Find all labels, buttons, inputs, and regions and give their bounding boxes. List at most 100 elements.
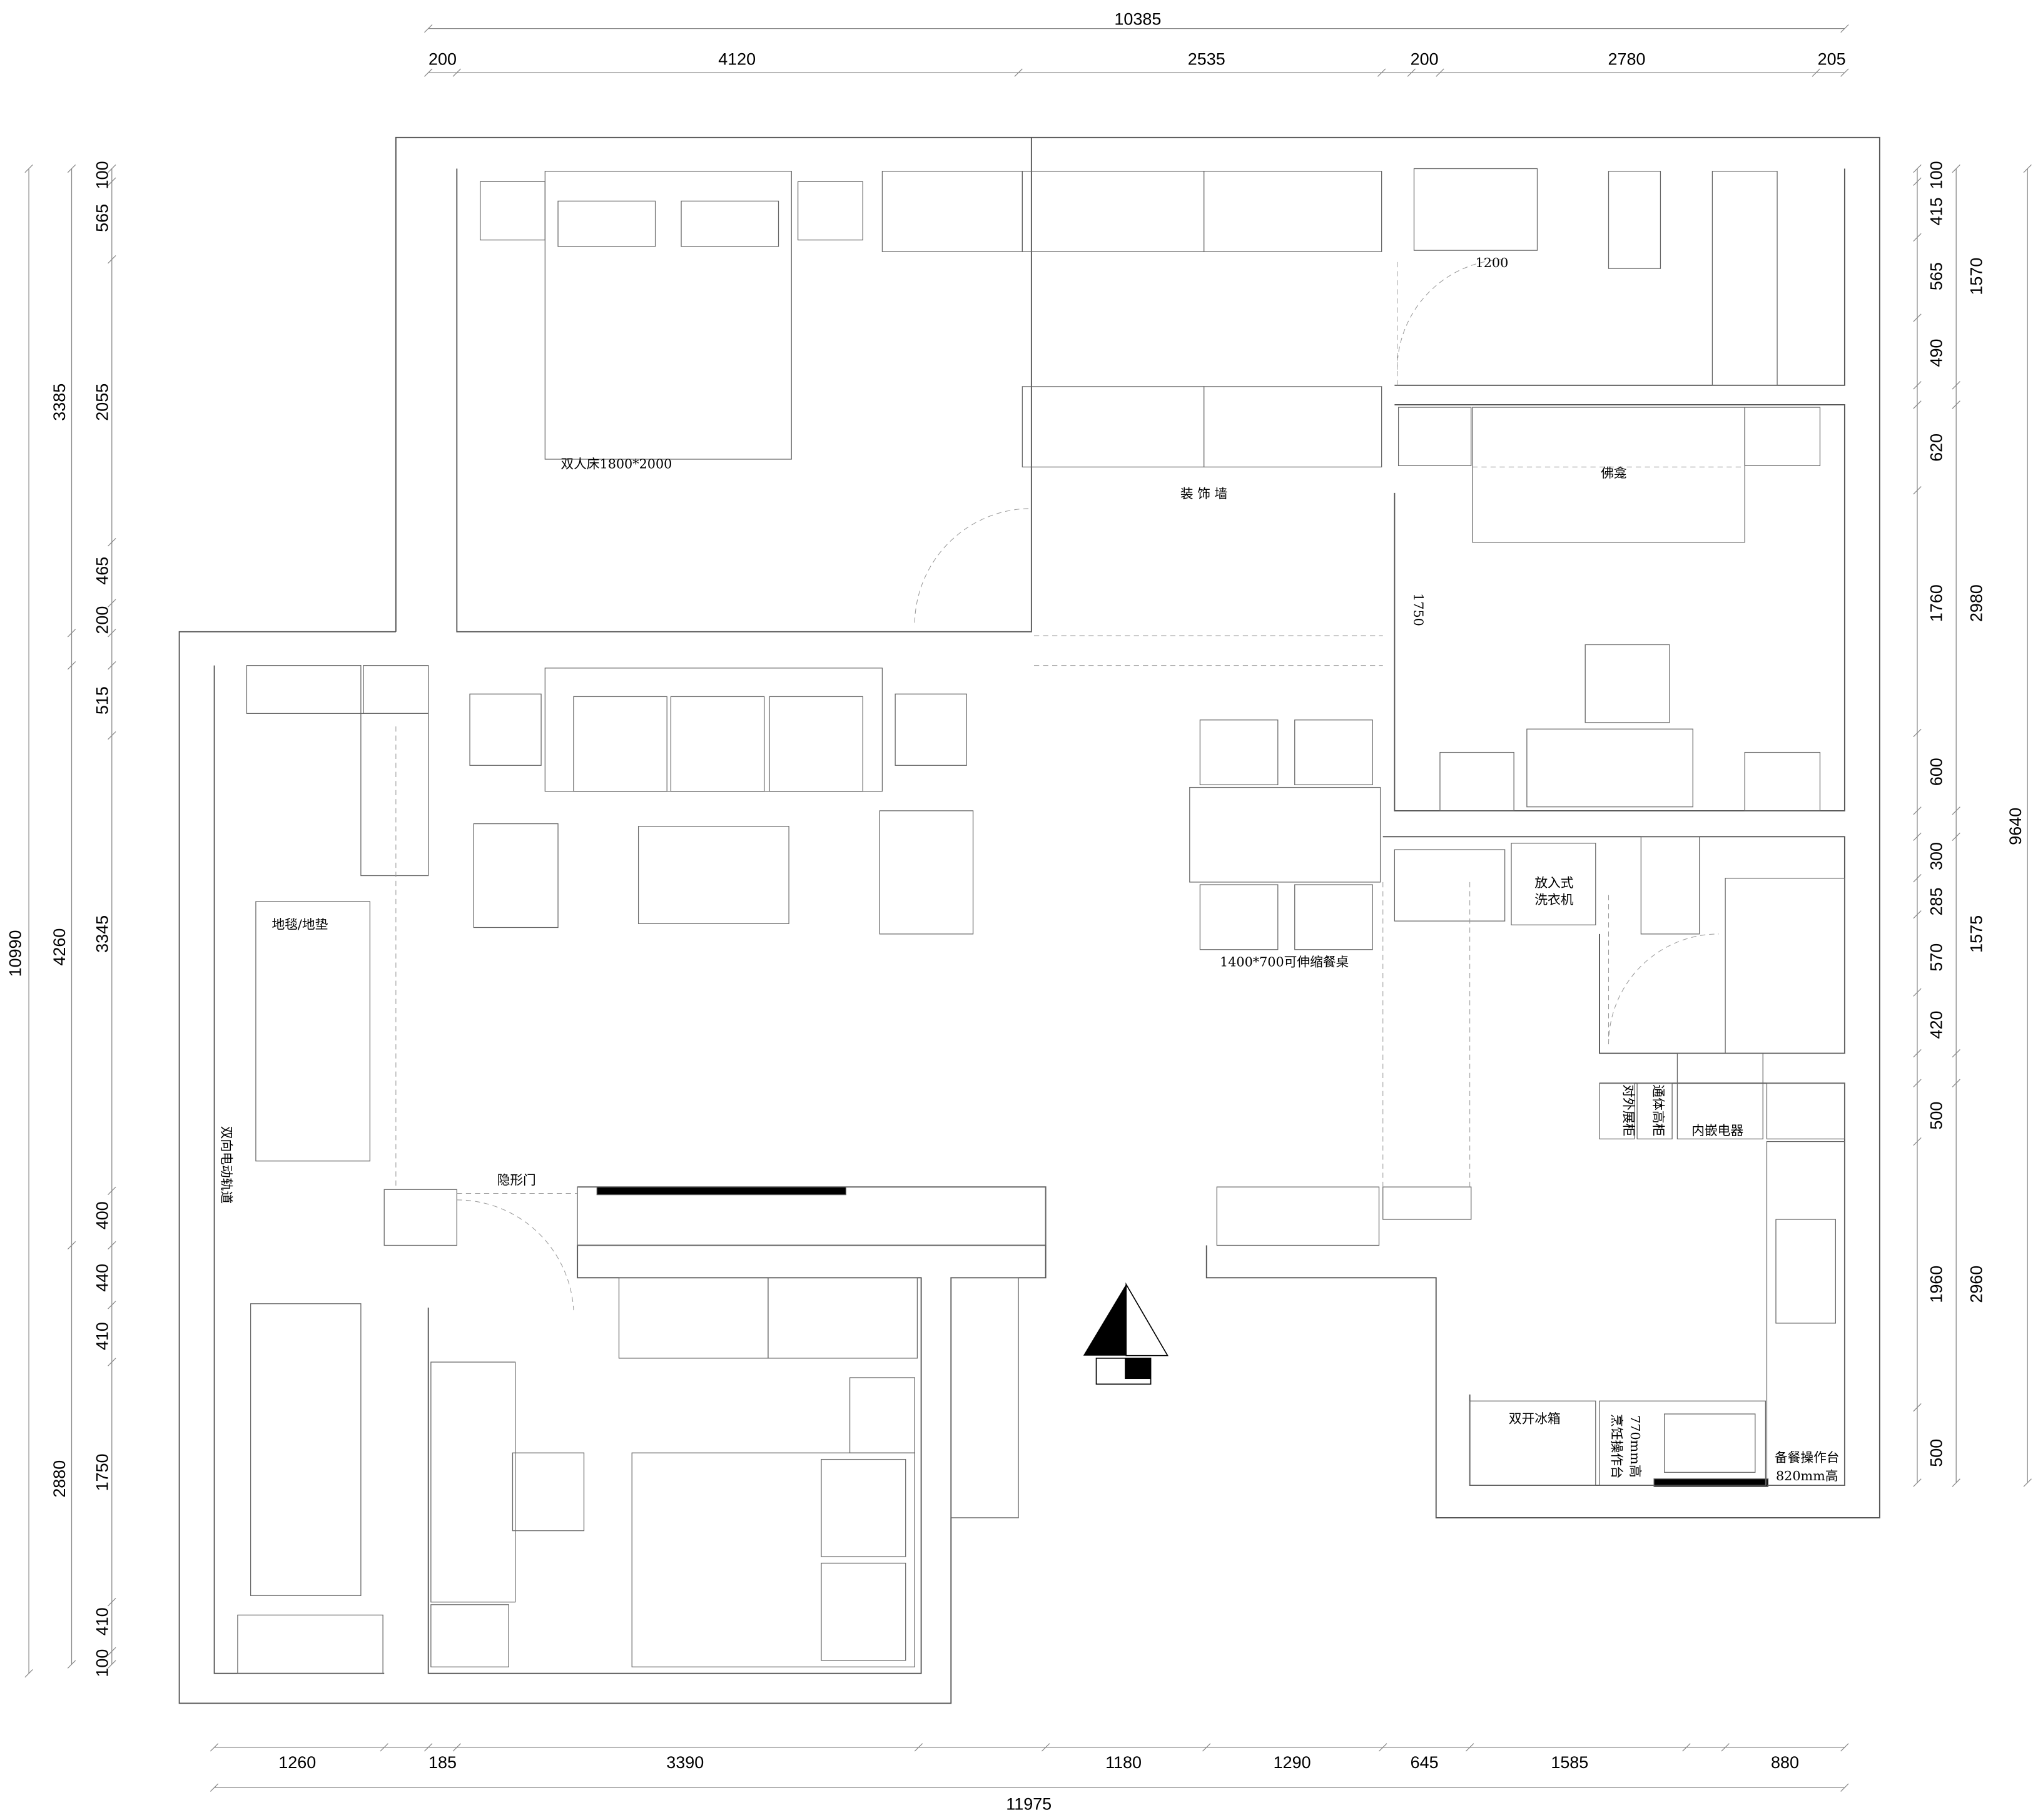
label-tall-cabinet: 通体高柜 (1651, 1084, 1666, 1136)
wall-cabinet (1216, 1186, 1380, 1246)
double-bed (544, 171, 792, 460)
label-dining-table: 1400*700可伸缩餐桌 (1220, 955, 1349, 970)
sofa-seat (573, 696, 667, 792)
dimension-right-inner: 1760 (1927, 584, 1945, 622)
dimension-tick (1952, 164, 1960, 173)
cabinet (246, 665, 362, 714)
sofa-seat (670, 696, 765, 792)
dimension-tick (424, 24, 433, 33)
toilet (1608, 171, 1661, 269)
dimension-left-inner: 465 (93, 557, 112, 585)
dimension-tick (1682, 1743, 1691, 1752)
dimension-tick (1840, 68, 1849, 77)
dimension-tick (1465, 1743, 1474, 1752)
door-swing (1397, 259, 1505, 370)
washer (1511, 843, 1596, 925)
label-feature-wall: 装 饰 墙 (1180, 486, 1227, 501)
dimension-tick (1913, 381, 1922, 390)
dimension-tick (1202, 1743, 1211, 1752)
dimension-left-inner: 1750 (93, 1453, 112, 1491)
dimension-lines (24, 24, 2032, 1792)
dimension-tick (108, 1647, 116, 1656)
dimension-tick (67, 164, 76, 173)
sofa-seat (769, 696, 863, 792)
label-span-1750: 1750 (1411, 593, 1426, 626)
wall-cabinet (1382, 1186, 1472, 1220)
dimension-right-mid: 2960 (1967, 1266, 1986, 1303)
dimension-tick (424, 1743, 433, 1752)
dimension-tick (210, 1743, 219, 1752)
shrine-wall (1394, 404, 1845, 811)
dimension-tick (452, 68, 461, 77)
cabinet (430, 1604, 509, 1667)
dimension-tick (108, 1660, 116, 1669)
dimension-top: 200 (428, 50, 457, 69)
dimension-tick (108, 1358, 116, 1366)
wardrobe (768, 1277, 918, 1359)
label-washer: 洗衣机 (1534, 892, 1573, 907)
cooking-counter (1599, 1400, 1767, 1486)
dimension-bottom: 880 (1771, 1753, 1799, 1772)
dimension-tick (1377, 68, 1386, 77)
dining-table (1189, 786, 1381, 883)
black-wall-segment (596, 1186, 846, 1196)
wardrobe (1203, 386, 1382, 468)
dimension-bottom: 3390 (666, 1753, 704, 1772)
tall-cabinet (950, 1277, 1019, 1518)
dimension-right-inner: 500 (1927, 1439, 1945, 1467)
cabinet (237, 1614, 383, 1674)
walls (178, 136, 1880, 1704)
cabinet (1766, 1082, 1845, 1140)
dimension-top: 2535 (1188, 50, 1225, 69)
dimension-left-mid: 2880 (50, 1460, 69, 1498)
dimension-tick (24, 164, 33, 173)
desk (430, 1361, 516, 1603)
chair (512, 1452, 585, 1532)
label-cooking-counter: 770mm高 (1628, 1415, 1643, 1478)
dimension-top: 4120 (718, 50, 756, 69)
dimension-bottom: 185 (428, 1753, 457, 1772)
rug (255, 901, 371, 1162)
dimension-tick (1913, 233, 1922, 242)
dimension-right-mid: 2980 (1967, 584, 1986, 622)
shrine-cabinet (1744, 407, 1821, 466)
dimension-tick (2023, 164, 2032, 173)
dimension-tick (1436, 68, 1444, 77)
label-washer: 放入式 (1534, 875, 1573, 890)
dimension-right-inner: 565 (1927, 262, 1945, 290)
dimension-tick (108, 164, 116, 173)
wardrobe (618, 1277, 769, 1359)
dimension-tick (67, 661, 76, 670)
dimension-left-inner: 410 (93, 1322, 112, 1350)
furniture (237, 168, 1845, 1674)
label-curtain-track: 双向电动轨道 (219, 1126, 234, 1204)
dimension-bottom: 1585 (1551, 1753, 1588, 1772)
dimension-tick (1913, 832, 1922, 841)
dimension-tick (108, 1301, 116, 1309)
desk (1526, 728, 1693, 808)
dimension-tick (24, 1669, 33, 1678)
dimension-tick (1913, 1478, 1922, 1487)
wardrobe (1022, 171, 1205, 252)
dimension-tick (1952, 1478, 1960, 1487)
nightstand (480, 181, 545, 241)
dimension-left-inner: 100 (93, 161, 112, 189)
outer-wall (395, 136, 1880, 1518)
dimension-top: 2780 (1608, 50, 1646, 69)
dimension-tick (1041, 1743, 1050, 1752)
ottoman (473, 823, 559, 928)
cabinet (383, 1189, 457, 1246)
display-cabinet (1599, 1082, 1635, 1140)
dimension-tick (1952, 806, 1960, 815)
nightstand (798, 181, 863, 241)
dimension-tick (108, 1241, 116, 1250)
dimension-tick (1952, 381, 1960, 390)
black-wall-segment (1653, 1478, 1769, 1487)
wardrobe (1203, 171, 1382, 252)
dimension-top: 200 (1411, 50, 1439, 69)
north-arrow-icon (1083, 1284, 1127, 1356)
dimension-tick (210, 1783, 219, 1792)
dimension-right-inner: 420 (1927, 1011, 1945, 1039)
